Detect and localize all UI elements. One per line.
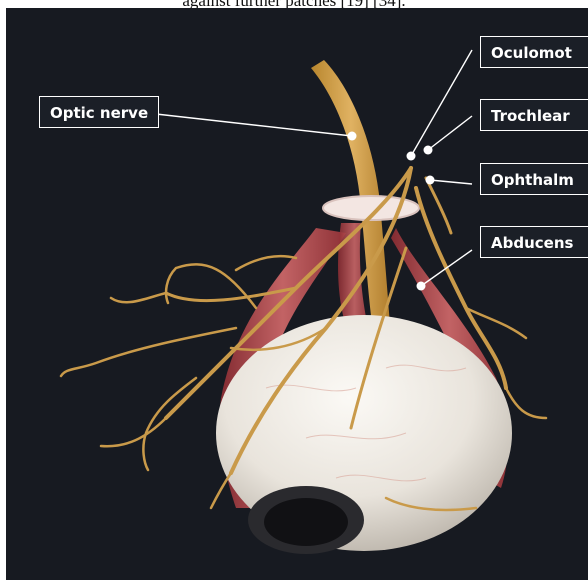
trochlear-marker bbox=[424, 146, 433, 155]
eye-nerves-illustration bbox=[6, 8, 588, 580]
oculomotor-label: Oculomot bbox=[480, 36, 588, 68]
oculomotor-marker bbox=[407, 152, 416, 161]
pupil bbox=[264, 498, 348, 546]
optic-nerve-marker bbox=[348, 132, 357, 141]
trochlear-label: Trochlear bbox=[480, 99, 588, 131]
abducens-marker bbox=[417, 282, 426, 291]
anatomy-illustration-panel: Optic nerve Oculomot Trochlear Ophthalm … bbox=[6, 8, 588, 580]
abducens-label: Abducens bbox=[480, 226, 588, 258]
optic-nerve-label: Optic nerve bbox=[39, 96, 159, 128]
ophthalmic-marker bbox=[426, 176, 435, 185]
ophthalmic-label: Ophthalm bbox=[480, 163, 588, 195]
